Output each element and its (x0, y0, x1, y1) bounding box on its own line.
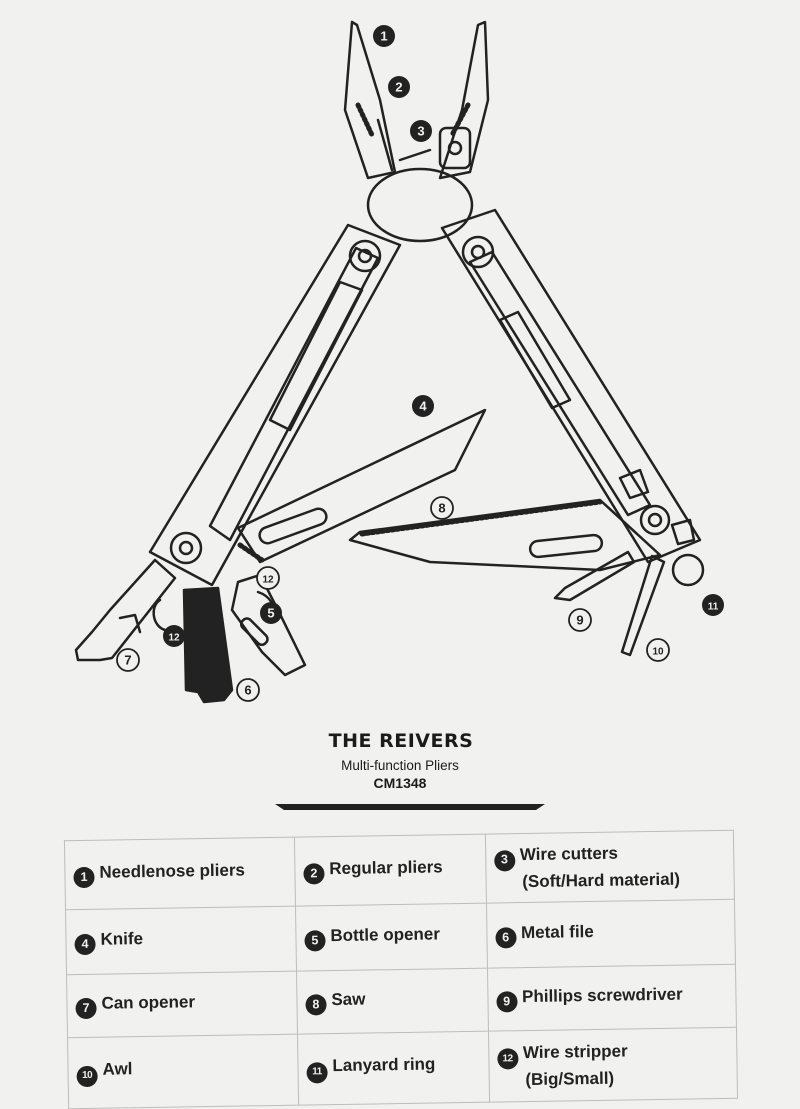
legend-number-badge: 2 (303, 863, 325, 885)
callout-12: 12 (256, 566, 280, 590)
legend-label: Regular pliers (329, 857, 443, 878)
legend-label: Awl (102, 1059, 133, 1079)
legend-label: Needlenose pliers (99, 860, 246, 882)
callout-12: 12 (163, 625, 185, 647)
legend-number-badge: 4 (74, 933, 96, 956)
legend-number-badge: 9 (495, 991, 518, 1013)
legend-number-badge: 6 (494, 927, 517, 949)
legend-number-badge: 5 (304, 930, 326, 952)
legend-label: Metal file (520, 921, 594, 942)
callout-number: 6 (244, 683, 251, 698)
callout-2: 2 (388, 76, 410, 98)
callout-number: 10 (652, 647, 664, 658)
legend-label: Wire cutters (519, 843, 619, 865)
saw-blade (348, 498, 662, 572)
metal-file (182, 586, 234, 704)
legend-number-badge: 8 (305, 994, 327, 1016)
bottle-opener (230, 573, 307, 677)
legend-sublabel: (Soft/Hard material) (522, 869, 681, 891)
screwdriver (553, 550, 636, 602)
pliers-jaws (343, 20, 490, 243)
knife-blade (236, 408, 487, 564)
legend-label: Bottle opener (330, 924, 441, 945)
callout-number: 5 (267, 606, 274, 621)
callout-5: 5 (260, 602, 282, 624)
callout-10: 10 (646, 638, 670, 662)
callout-1: 1 (373, 25, 395, 47)
callout-number: 3 (417, 124, 424, 139)
callout-6: 6 (236, 678, 260, 702)
callout-11: 11 (702, 594, 724, 616)
callout-number: 12 (168, 633, 180, 644)
product-subtitle: Multi-function Pliers (341, 758, 459, 773)
awl (620, 554, 666, 657)
callout-number: 7 (124, 653, 131, 668)
legend-number-badge: 3 (493, 849, 516, 872)
callout-number: 11 (708, 602, 719, 613)
callout-number: 1 (380, 29, 387, 44)
callout-number: 9 (576, 613, 583, 628)
callout-7: 7 (116, 648, 140, 672)
brand-name: THE REIVERS (328, 730, 474, 752)
callout-3: 3 (410, 120, 432, 142)
legend-label: Saw (331, 989, 366, 1009)
legend-label: Phillips screwdriver (521, 984, 683, 1006)
lanyard-ring (671, 553, 705, 587)
legend-number-badge: 12 (496, 1048, 519, 1070)
callout-4: 4 (412, 395, 434, 417)
left-handle (148, 223, 402, 587)
callout-number: 4 (419, 399, 427, 414)
model-number: CM1348 (373, 775, 427, 791)
callout-number: 12 (262, 575, 274, 586)
legend-label: Can opener (101, 992, 196, 1013)
legend-label: Wire stripper (522, 1040, 628, 1062)
title-block: THE REIVERS Multi-function Pliers CM1348 (0, 730, 800, 791)
callout-number: 8 (438, 501, 445, 516)
legend-label: Knife (100, 928, 144, 949)
callout-8: 8 (430, 496, 454, 520)
knife-slot (258, 507, 328, 545)
legend-number-badge: 11 (306, 1062, 328, 1084)
legend-number-badge: 10 (76, 1065, 98, 1087)
legend-sublabel: (Big/Small) (525, 1068, 615, 1090)
callout-9: 9 (568, 608, 592, 632)
legend-number-badge: 1 (73, 866, 95, 889)
title-underline (275, 804, 545, 810)
callout-number: 2 (395, 80, 402, 95)
legend-label: Lanyard ring (332, 1054, 436, 1076)
right-handle (440, 208, 702, 564)
can-opener (74, 558, 177, 662)
saw-slot (528, 533, 604, 559)
legend-number-badge: 7 (75, 997, 97, 1020)
